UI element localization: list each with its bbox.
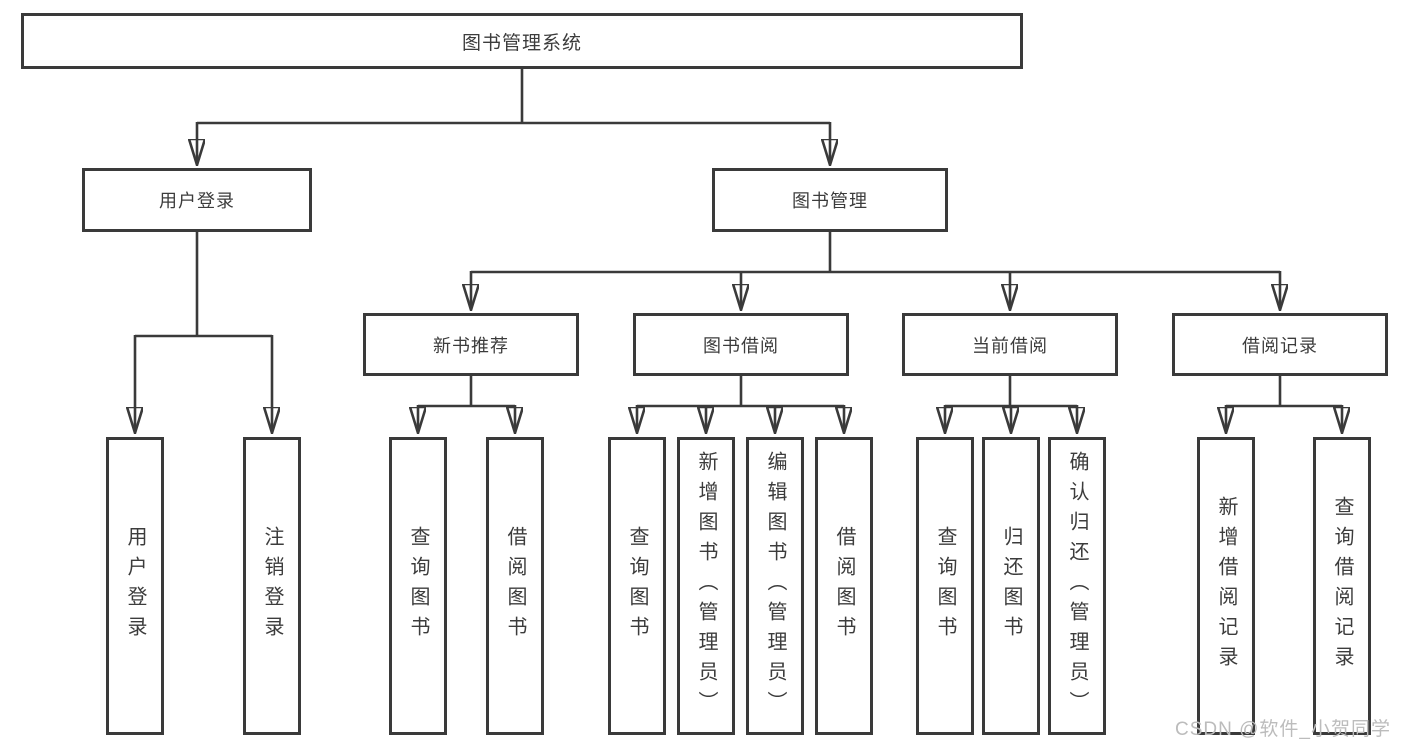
node-current-borrow: 当前借阅 (902, 313, 1118, 376)
node-borrow-records: 借阅记录 (1172, 313, 1388, 376)
node-book-borrow: 图书借阅 (633, 313, 849, 376)
leaf-query-borrow-record: 查询借阅记录 (1313, 437, 1371, 735)
node-user-login: 用户登录 (82, 168, 312, 232)
connector-borrow-records-children (1226, 376, 1342, 431)
leaf-return-books: 归还图书 (982, 437, 1040, 735)
leaf-borrow-books-recommend: 借阅图书 (486, 437, 544, 735)
node-root: 图书管理系统 (21, 13, 1023, 69)
connector-current-borrow-children (945, 376, 1077, 431)
connector-book-borrow-children (637, 376, 844, 431)
connector-book-mgmt-to-level3 (471, 232, 1280, 308)
connector-root-to-level2 (197, 69, 830, 163)
csdn-watermark: CSDN @软件_小贺同学 (1175, 719, 1391, 740)
leaf-query-books-recommend: 查询图书 (389, 437, 447, 735)
leaf-query-books-borrow: 查询图书 (608, 437, 666, 735)
leaf-borrow-books: 借阅图书 (815, 437, 873, 735)
connector-user-login-children (135, 232, 272, 431)
node-new-books: 新书推荐 (363, 313, 579, 376)
leaf-user-login: 用户登录 (106, 437, 164, 735)
leaf-edit-books-admin: 编辑图书（管理员） (746, 437, 804, 735)
leaf-confirm-return-admin: 确认归还（管理员） (1048, 437, 1106, 735)
leaf-add-borrow-record: 新增借阅记录 (1197, 437, 1255, 735)
node-book-mgmt: 图书管理 (712, 168, 948, 232)
leaf-logout: 注销登录 (243, 437, 301, 735)
connector-new-books-children (418, 376, 515, 431)
leaf-add-books-admin: 新增图书（管理员） (677, 437, 735, 735)
leaf-query-books-current: 查询图书 (916, 437, 974, 735)
